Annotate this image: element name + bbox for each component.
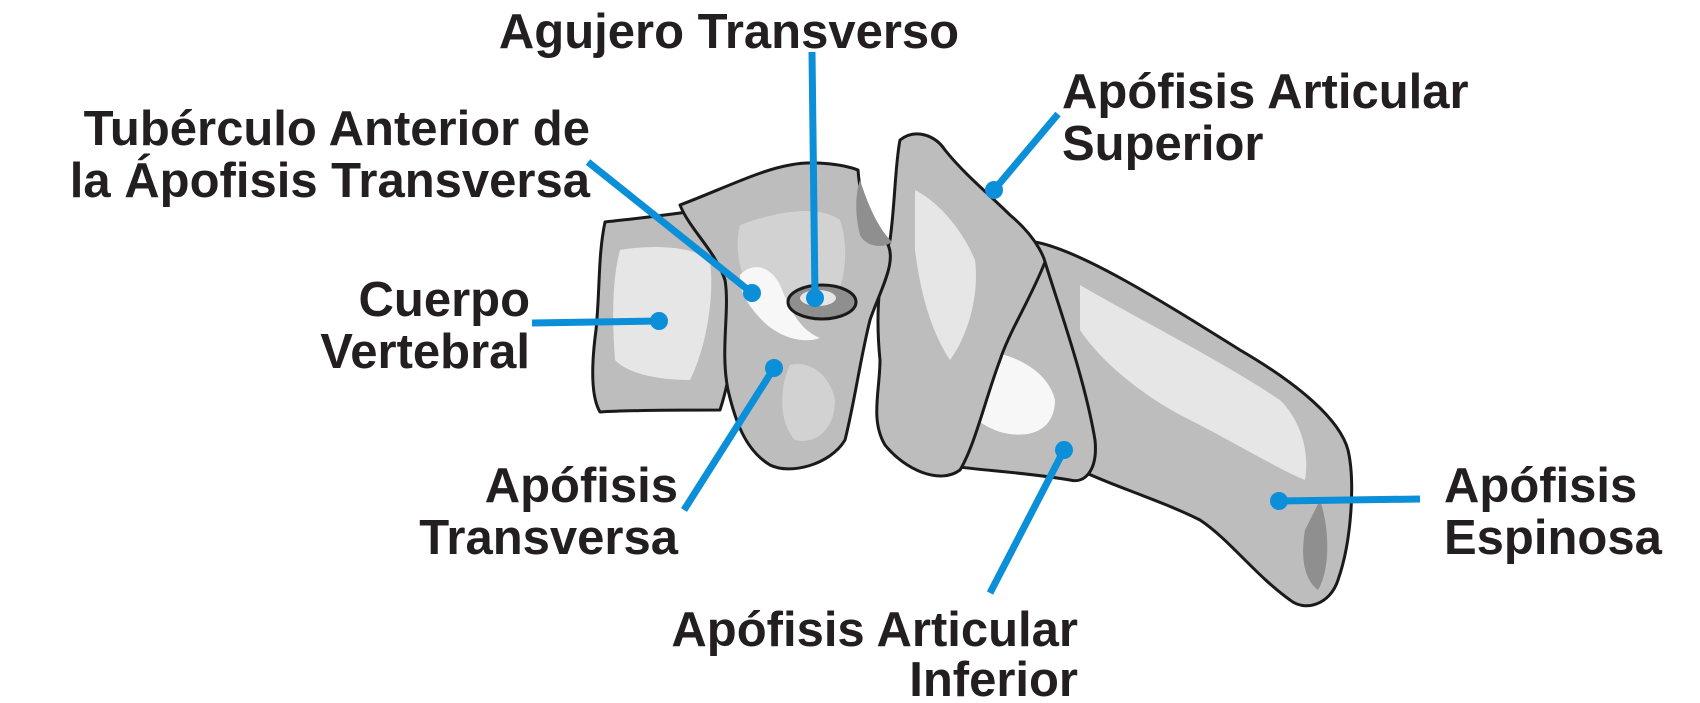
label-articular-inferior-line1: Apófisis Articular [671, 603, 1078, 657]
label-articular-superior-line2: Superior [1062, 117, 1263, 171]
labels: Agujero Transverso Tubérculo Anterior de… [70, 5, 1663, 703]
transverse-groove [856, 180, 892, 246]
label-espinosa-line2: Espinosa [1444, 511, 1663, 565]
label-agujero-transverso: Agujero Transverso [499, 5, 959, 59]
label-articular-inferior-line2: Inferior [909, 653, 1078, 703]
label-transversa-line2: Transversa [419, 511, 679, 565]
dot-tuberculo [743, 284, 761, 302]
dot-articular-superior [985, 181, 1003, 199]
label-tuberculo-line2: la Ápofisis Transversa [70, 154, 591, 208]
leader-cuerpo-vertebral [532, 321, 659, 323]
label-espinosa-line1: Apófisis [1444, 459, 1637, 513]
label-cuerpo-line2: Vertebral [320, 325, 530, 379]
dot-apofisis-espinosa [1270, 492, 1288, 510]
label-transversa-line1: Apófisis [485, 459, 678, 513]
label-tuberculo-line1: Tubérculo Anterior de [84, 102, 590, 156]
dot-cuerpo-vertebral [650, 312, 668, 330]
leader-agujero-transverso [812, 52, 815, 298]
label-cuerpo-line1: Cuerpo [359, 273, 531, 327]
leader-articular-superior [994, 114, 1058, 190]
dot-agujero-transverso [806, 289, 824, 307]
dot-apofisis-transversa [765, 359, 783, 377]
label-articular-superior-line1: Apófisis Articular [1062, 65, 1469, 119]
vertebra-illustration [593, 134, 1352, 606]
dot-articular-inferior [1055, 441, 1073, 459]
leader-apofisis-espinosa [1279, 499, 1420, 501]
